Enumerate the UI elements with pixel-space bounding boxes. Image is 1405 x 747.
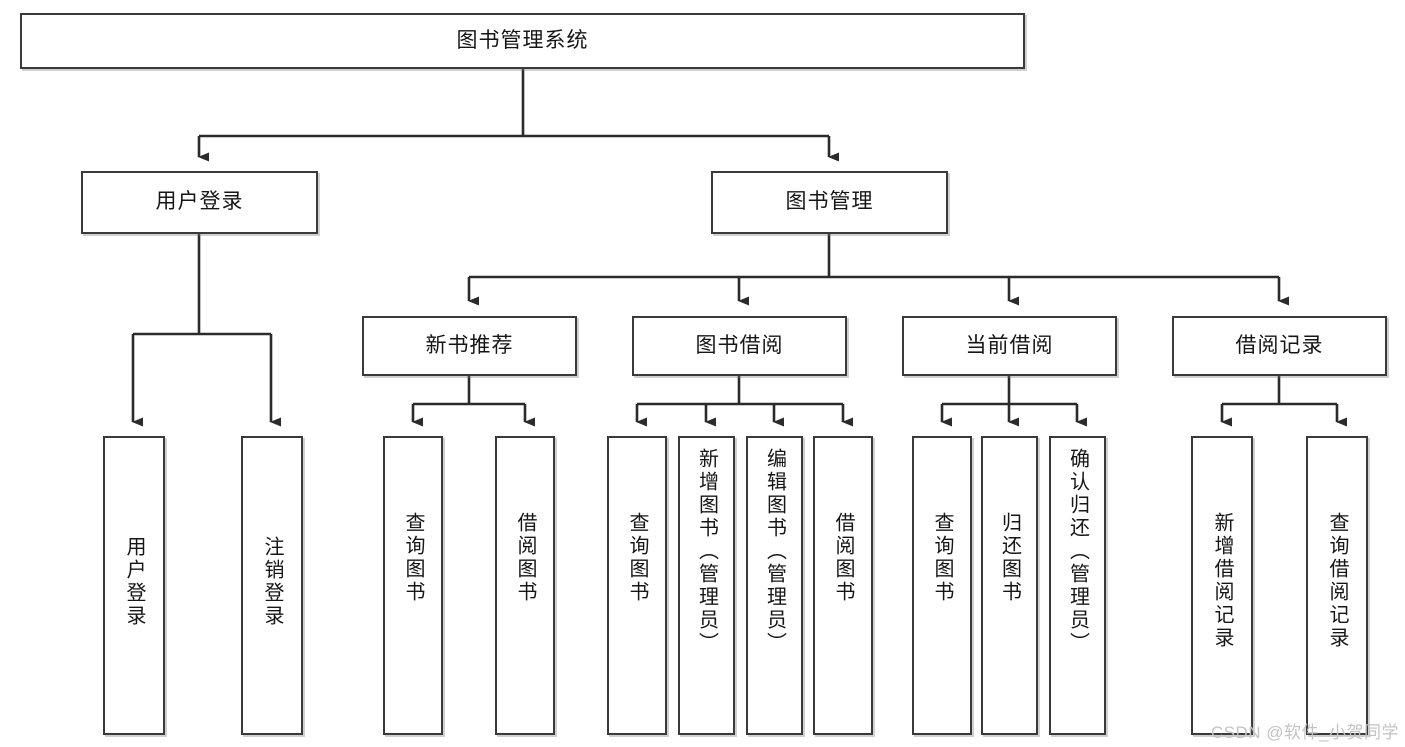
leaf-borrow-book-borrow[interactable]: 借阅图书 (813, 436, 873, 735)
node-new-book-recommend-label: 新书推荐 (425, 333, 514, 357)
leaf-user-login[interactable]: 用户登录 (103, 436, 165, 735)
leaf-query-borrow-record[interactable]: 查询借阅记录 (1306, 436, 1368, 735)
leaf-edit-book-admin[interactable]: 编辑图书（管理员） (746, 436, 803, 735)
node-book-management-label: 图书管理 (785, 190, 874, 214)
leaf-user-login-label: 用户登录 (123, 536, 145, 628)
leaf-query-book-recommend-label: 查询图书 (402, 512, 424, 604)
node-current-borrow[interactable]: 当前借阅 (902, 316, 1117, 376)
leaf-query-book-current-label: 查询图书 (931, 512, 953, 604)
node-book-management[interactable]: 图书管理 (711, 171, 948, 234)
leaf-query-borrow-record-label: 查询借阅记录 (1326, 512, 1348, 650)
leaf-query-book-current[interactable]: 查询图书 (912, 436, 972, 735)
watermark-text: CSDN @软件_小贺同学 (1210, 723, 1399, 742)
node-borrow-record-label: 借阅记录 (1235, 333, 1324, 357)
node-current-borrow-label: 当前借阅 (965, 333, 1054, 357)
node-root[interactable]: 图书管理系统 (20, 13, 1025, 69)
leaf-add-borrow-record-label: 新增借阅记录 (1211, 512, 1233, 650)
leaf-query-book-recommend[interactable]: 查询图书 (383, 436, 443, 735)
leaf-logout-label: 注销登录 (261, 536, 283, 628)
leaf-add-book-admin[interactable]: 新增图书（管理员） (678, 436, 735, 735)
leaf-return-book-label: 归还图书 (998, 512, 1021, 604)
node-borrow-record[interactable]: 借阅记录 (1172, 316, 1387, 376)
node-root-label: 图书管理系统 (456, 28, 589, 52)
leaf-logout[interactable]: 注销登录 (241, 436, 303, 735)
leaf-edit-book-admin-label: 编辑图书（管理员） (763, 448, 786, 655)
leaf-add-borrow-record[interactable]: 新增借阅记录 (1191, 436, 1253, 735)
node-new-book-recommend[interactable]: 新书推荐 (362, 316, 577, 376)
leaf-borrow-book-borrow-label: 借阅图书 (832, 512, 854, 604)
node-user-login[interactable]: 用户登录 (81, 171, 318, 234)
leaf-borrow-book-recommend-label: 借阅图书 (514, 512, 536, 604)
node-book-borrow-label: 图书借阅 (695, 333, 784, 357)
node-book-borrow[interactable]: 图书借阅 (632, 316, 847, 376)
leaf-query-book-borrow[interactable]: 查询图书 (607, 436, 667, 735)
leaf-return-book[interactable]: 归还图书 (981, 436, 1038, 735)
node-user-login-label: 用户登录 (155, 190, 244, 214)
leaf-confirm-return-admin[interactable]: 确认归还（管理员） (1049, 436, 1106, 735)
leaf-query-book-borrow-label: 查询图书 (626, 512, 648, 604)
leaf-add-book-admin-label: 新增图书（管理员） (695, 448, 718, 655)
leaf-confirm-return-admin-label: 确认归还（管理员） (1066, 448, 1089, 655)
leaf-borrow-book-recommend[interactable]: 借阅图书 (495, 436, 555, 735)
